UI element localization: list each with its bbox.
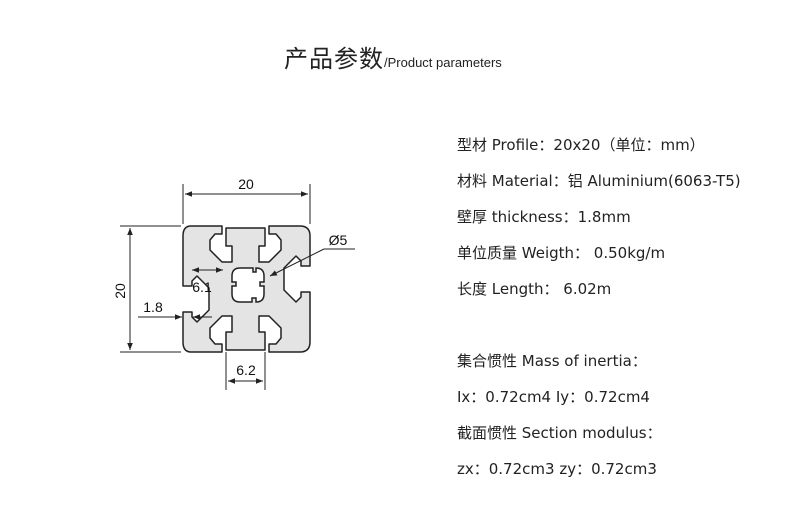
hole-diameter-label: Ø5 <box>329 232 348 248</box>
slot-width-label: 6.2 <box>236 362 256 378</box>
width-dimension-label: 20 <box>238 176 254 192</box>
profile-drawing: 20 20 Ø5 6.1 1.8 6.2 <box>112 176 355 390</box>
height-dimension <box>120 225 181 353</box>
slot-opening-label: 6.1 <box>192 279 212 295</box>
height-dimension-label: 20 <box>112 283 128 299</box>
slot-width-dimension <box>225 352 266 390</box>
param-material: 材料 Material：铝 Aluminium(6063-T5) <box>457 172 741 190</box>
center-hole <box>231 267 265 303</box>
param-modulus-values: zx：0.72cm3 zy：0.72cm3 <box>457 460 657 478</box>
title-english: /Product parameters <box>384 55 502 70</box>
width-dimension <box>182 184 311 224</box>
title-chinese: 产品参数 <box>284 45 384 73</box>
param-section-modulus: 截面惯性 Section modulus： <box>457 424 662 442</box>
param-profile: 型材 Profile：20x20（单位：mm） <box>457 136 705 154</box>
hole-leader <box>269 248 355 277</box>
param-thickness: 壁厚 thickness：1.8mm <box>457 208 631 226</box>
param-length: 长度 Length： 6.02m <box>457 280 612 298</box>
wall-thickness-label: 1.8 <box>143 299 163 315</box>
param-inertia-values: Ix：0.72cm4 Iy：0.72cm4 <box>457 388 650 406</box>
param-mass-of-inertia: 集合惯性 Mass of inertia： <box>457 352 647 370</box>
param-weight: 单位质量 Weigth： 0.50kg/m <box>457 244 666 262</box>
page-title: 产品参数/Product parameters <box>284 42 502 80</box>
